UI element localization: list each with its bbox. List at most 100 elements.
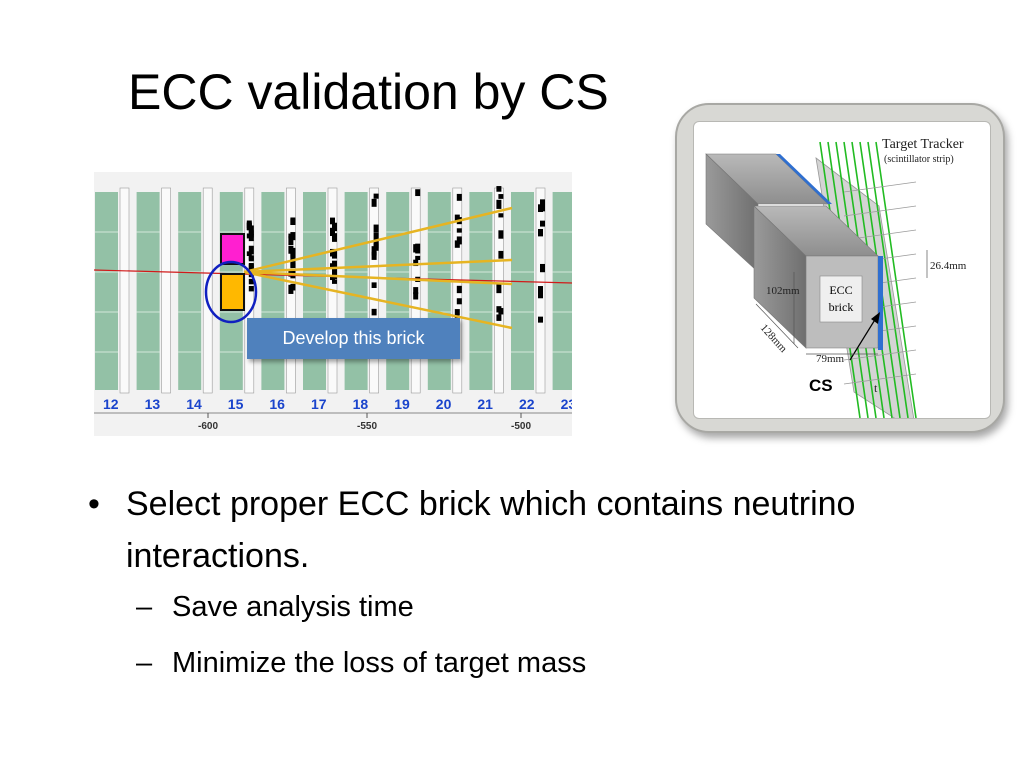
hit-mark xyxy=(498,230,504,239)
detector-wall xyxy=(303,192,326,390)
wall-number: 21 xyxy=(477,396,493,412)
sub-bullet-item: – Save analysis time xyxy=(86,586,986,628)
hit-mark xyxy=(373,193,379,199)
hit-mark xyxy=(332,279,337,284)
detector-wall xyxy=(386,192,410,390)
hit-mark xyxy=(413,244,419,253)
axis-tick-label: -550 xyxy=(357,421,377,432)
dash-icon: – xyxy=(136,591,153,623)
axis-tick-label: -500 xyxy=(511,421,531,432)
hit-mark xyxy=(540,267,545,272)
hit-mark xyxy=(538,286,543,294)
neighbor-brick xyxy=(220,233,245,265)
slide-title: ECC validation by CS xyxy=(128,64,609,120)
hit-mark xyxy=(415,189,421,197)
hit-mark xyxy=(248,285,254,292)
cs-arrow-line xyxy=(849,317,877,361)
tracker-plane xyxy=(119,187,130,394)
hit-mark xyxy=(246,222,252,229)
hit-mark xyxy=(413,292,419,300)
event-display-svg: 121314151617181920212223 -600-550-500 xyxy=(93,172,587,436)
hit-mark xyxy=(496,186,502,192)
wall-number: 15 xyxy=(228,396,244,412)
hit-mark xyxy=(413,259,419,267)
hit-mark xyxy=(248,264,254,270)
sub-bullet-text: Save analysis time xyxy=(172,591,414,623)
dim-26-label: 26.4mm xyxy=(930,260,967,272)
hit-mark xyxy=(540,220,545,227)
hit-mark xyxy=(248,255,254,261)
hit-mark xyxy=(288,235,294,246)
develop-brick-callout: Develop this brick xyxy=(247,318,460,359)
hit-mark xyxy=(454,240,460,248)
wall-number: 22 xyxy=(519,396,535,412)
brick-label: brick xyxy=(829,300,854,314)
bullet-text: Select proper ECC brick which contains n… xyxy=(126,485,856,575)
tracker-plane xyxy=(369,187,379,394)
detector-wall xyxy=(261,192,285,390)
hit-mark xyxy=(371,251,377,260)
hit-mark xyxy=(332,260,337,268)
hit-mark xyxy=(332,268,337,279)
hit-mark xyxy=(540,201,545,212)
hit-mark xyxy=(538,316,543,323)
track-line xyxy=(243,270,513,286)
wall-number: 12 xyxy=(103,396,119,412)
hit-mark xyxy=(496,199,502,209)
dim-102-label: 102mm xyxy=(766,285,800,297)
target-tracker-label: Target Tracker xyxy=(882,137,964,152)
detector-wall xyxy=(511,192,534,390)
hit-mark xyxy=(371,282,377,288)
hit-mark xyxy=(373,232,379,242)
hit-mark xyxy=(290,232,296,241)
sub-bullet-text: Minimize the loss of target mass xyxy=(172,647,587,679)
tracker-grid-line xyxy=(843,373,917,385)
wall-number: 19 xyxy=(394,396,410,412)
hit-mark xyxy=(330,227,335,236)
hit-mark xyxy=(456,228,462,233)
hit-mark xyxy=(371,246,377,256)
detector-svg: ECC brick Target Tracker (scintillator s… xyxy=(705,137,967,418)
hit-mark xyxy=(498,250,504,259)
selected-brick[interactable] xyxy=(220,273,245,311)
hit-mark xyxy=(332,224,337,232)
hit-mark xyxy=(248,245,254,255)
ecc-label: ECC xyxy=(829,283,852,297)
hit-mark xyxy=(454,309,460,316)
ecc-brick-label-box xyxy=(819,275,863,323)
tracker-plane xyxy=(202,187,213,394)
cs-label: CS xyxy=(809,376,833,395)
detector-wall xyxy=(136,192,160,390)
hit-mark xyxy=(373,224,379,233)
hit-mark xyxy=(456,298,462,305)
hit-mark xyxy=(332,233,337,242)
dim-79-label: 79mm xyxy=(816,353,845,365)
dim-128-marker xyxy=(755,303,799,349)
wall-number: 23 xyxy=(561,396,572,412)
detector-wall xyxy=(427,192,451,390)
detector-wall xyxy=(469,192,493,390)
hit-mark xyxy=(373,240,379,249)
hit-mark xyxy=(456,193,462,201)
hit-mark xyxy=(496,314,502,321)
back-brick-cs-strip xyxy=(776,154,832,204)
hit-mark xyxy=(248,230,254,238)
hit-mark xyxy=(538,292,543,299)
bullet-list: • Select proper ECC brick which contains… xyxy=(86,478,986,684)
track-line xyxy=(243,258,513,274)
wall-number: 13 xyxy=(145,396,161,412)
wall-number: 17 xyxy=(311,396,327,412)
dash-icon: – xyxy=(136,647,153,679)
tracker-grid-line xyxy=(843,349,917,361)
axis-tick-label: -600 xyxy=(198,421,218,432)
hit-mark xyxy=(248,278,254,285)
wall-number: 14 xyxy=(186,396,202,412)
detector-wall xyxy=(344,192,368,390)
hit-mark xyxy=(538,228,543,237)
hit-mark xyxy=(290,217,296,226)
t-label: t xyxy=(874,381,878,395)
hit-mark xyxy=(371,308,377,316)
hit-mark xyxy=(413,287,419,295)
detector-wall xyxy=(178,192,202,390)
cs-arrow-head xyxy=(871,312,880,324)
